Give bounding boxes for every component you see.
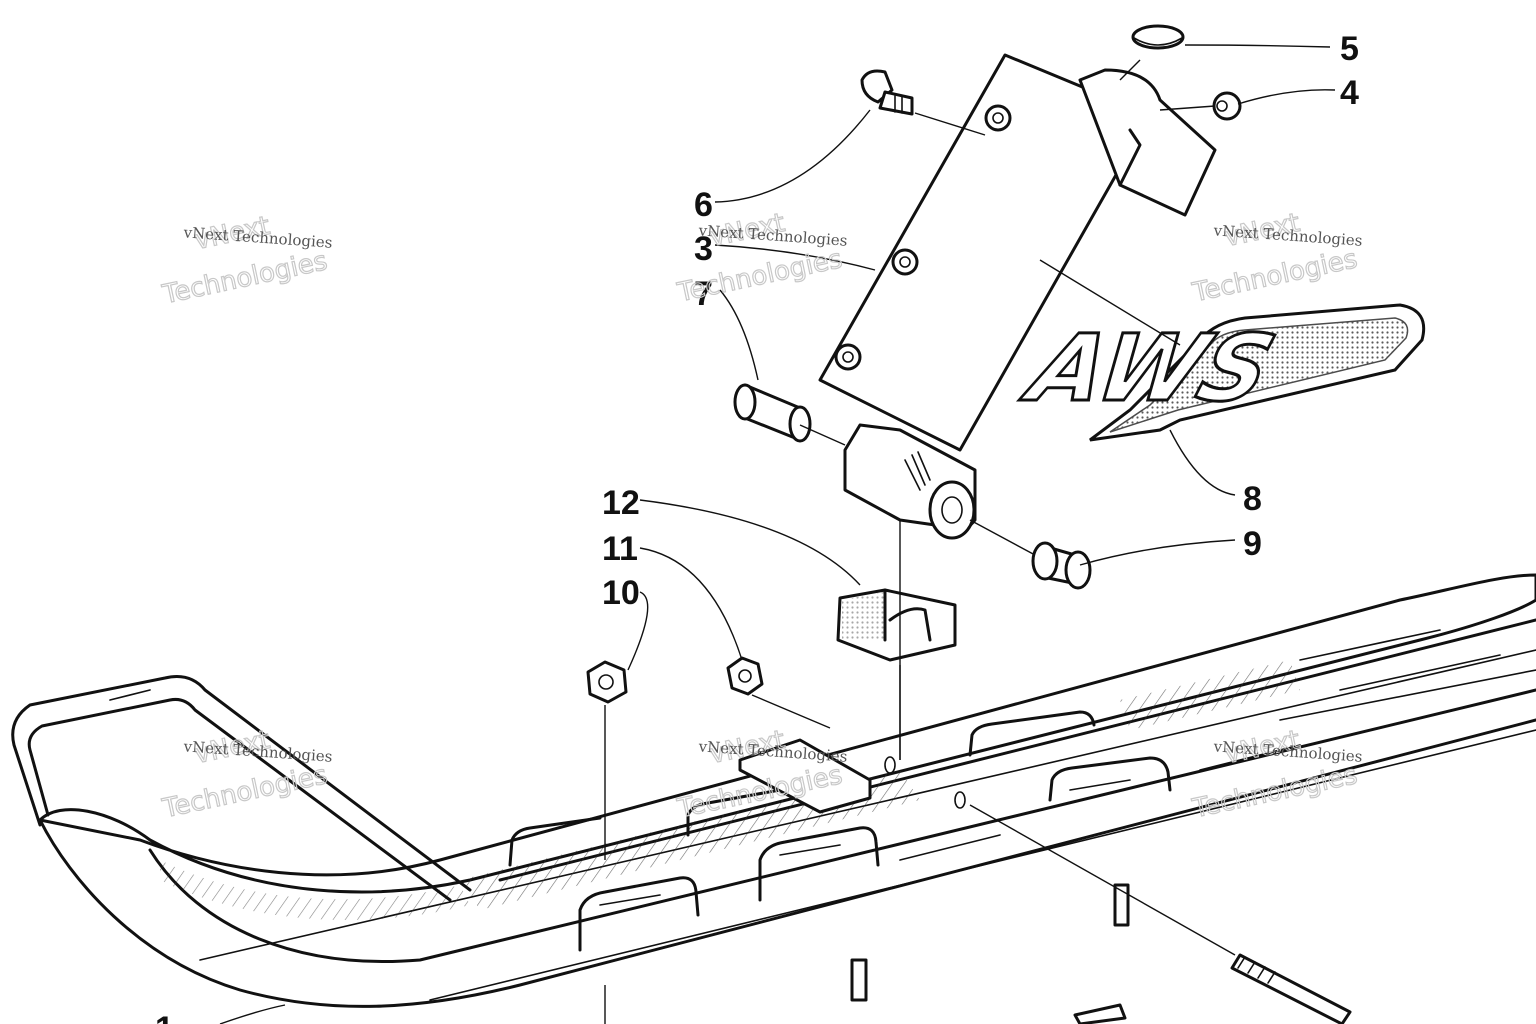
ski-handle-loop — [11, 675, 472, 892]
ski-saddle-4 — [968, 710, 1096, 757]
part-11-nut — [726, 656, 764, 696]
part-7-bushing — [733, 383, 812, 443]
strut-top-bracket — [1078, 68, 1217, 217]
ski-mount-hole-rear — [954, 791, 966, 809]
watermark-bottom: Technologies — [1189, 760, 1360, 824]
ski-runner-edge — [148, 688, 1536, 963]
ski-front-bracket — [738, 738, 872, 814]
callout-8: 8 — [1243, 480, 1262, 518]
ski-body — [38, 573, 1536, 894]
callout-10: 10 — [602, 574, 640, 612]
watermark-4: vNext vNext Technologies Technologies — [159, 724, 333, 825]
leader-lines — [219, 44, 1336, 1024]
callout-4: 4 — [1340, 74, 1359, 112]
clevis-bore — [928, 480, 976, 540]
ski-stud-3 — [1073, 1003, 1127, 1024]
ski-stud-2 — [850, 958, 868, 1002]
ski-mount-hole-front — [884, 756, 896, 774]
part-12-pad — [836, 588, 957, 662]
callout-1: 1 — [155, 1010, 174, 1024]
watermark-bottom: Technologies — [159, 760, 330, 824]
ski-saddle-2 — [758, 826, 880, 902]
watermark-bottom: Technologies — [1189, 244, 1360, 308]
part-6-grease-fitting — [860, 69, 914, 116]
callout-3: 3 — [694, 230, 713, 268]
ski-saddle-1 — [578, 876, 700, 952]
callout-9: 9 — [1243, 525, 1262, 563]
callout-12: 12 — [602, 484, 640, 522]
callout-7: 7 — [694, 275, 713, 313]
ski-underside — [38, 718, 1536, 1008]
callout-6: 6 — [694, 186, 713, 224]
spindle-bolt — [1230, 953, 1352, 1024]
aws-decal: AWS — [1009, 303, 1426, 442]
strut-bolt-holes — [834, 104, 1012, 371]
ski-stud-1 — [1113, 883, 1130, 927]
watermark-bottom: Technologies — [159, 246, 330, 310]
ski-saddle-3 — [686, 788, 782, 837]
aws-decal-text: AWS — [1011, 315, 1287, 422]
watermark-6: vNext vNext Technologies Technologies — [1189, 724, 1363, 825]
callout-11: 11 — [602, 530, 638, 568]
ski-saddle-5 — [1048, 756, 1172, 802]
strut-assembly — [818, 53, 1217, 540]
callout-5: 5 — [1340, 30, 1359, 68]
callout-labels: 5 4 6 3 7 8 9 12 11 10 1 — [155, 30, 1359, 1024]
watermark-3: vNext vNext Technologies Technologies — [1189, 207, 1363, 309]
part-10-locknut — [586, 660, 628, 704]
ski-saddle-6 — [508, 816, 602, 867]
part-9-bushing — [1031, 541, 1092, 590]
watermark-1: vNext vNext Technologies Technologies — [159, 210, 333, 311]
